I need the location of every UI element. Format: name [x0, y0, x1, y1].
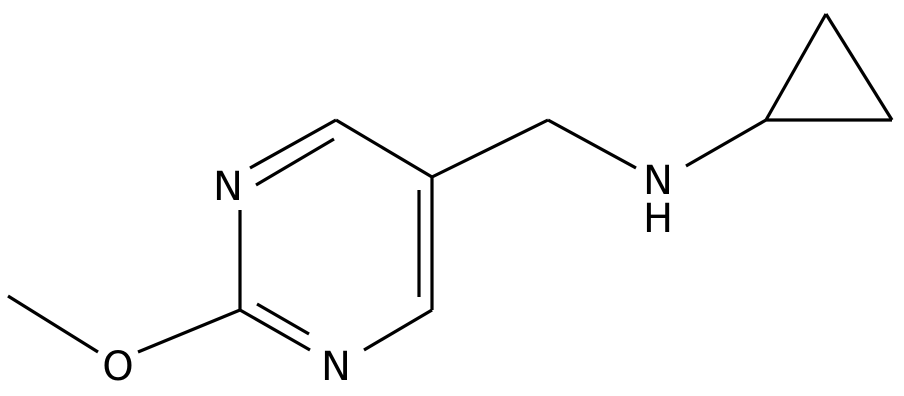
- bond-c6-n1: [363, 308, 433, 352]
- bond-nh-cyclopropyl: [685, 118, 767, 168]
- bond-n1-c2-inner: [256, 302, 310, 336]
- bond-cp-top-left: [764, 13, 828, 121]
- bond-n1-c2: [239, 308, 311, 352]
- atom-label-amine-n: N: [643, 158, 673, 204]
- bond-c4-c5: [335, 118, 433, 179]
- bond-n3-c4-inner: [255, 137, 335, 187]
- bond-c2-o: [137, 308, 241, 354]
- atom-label-oxygen: O: [102, 344, 133, 390]
- bond-c5-ch2: [431, 118, 549, 179]
- bond-ch2-nh: [547, 118, 637, 170]
- bond-cp-top-right: [824, 13, 894, 121]
- atom-label-amine-h: H: [643, 196, 673, 242]
- bond-n3-c4: [249, 118, 337, 170]
- atom-label-n-top: N: [213, 164, 243, 210]
- bond-o-methyl: [7, 294, 99, 354]
- atom-label-n-bottom: N: [321, 344, 351, 390]
